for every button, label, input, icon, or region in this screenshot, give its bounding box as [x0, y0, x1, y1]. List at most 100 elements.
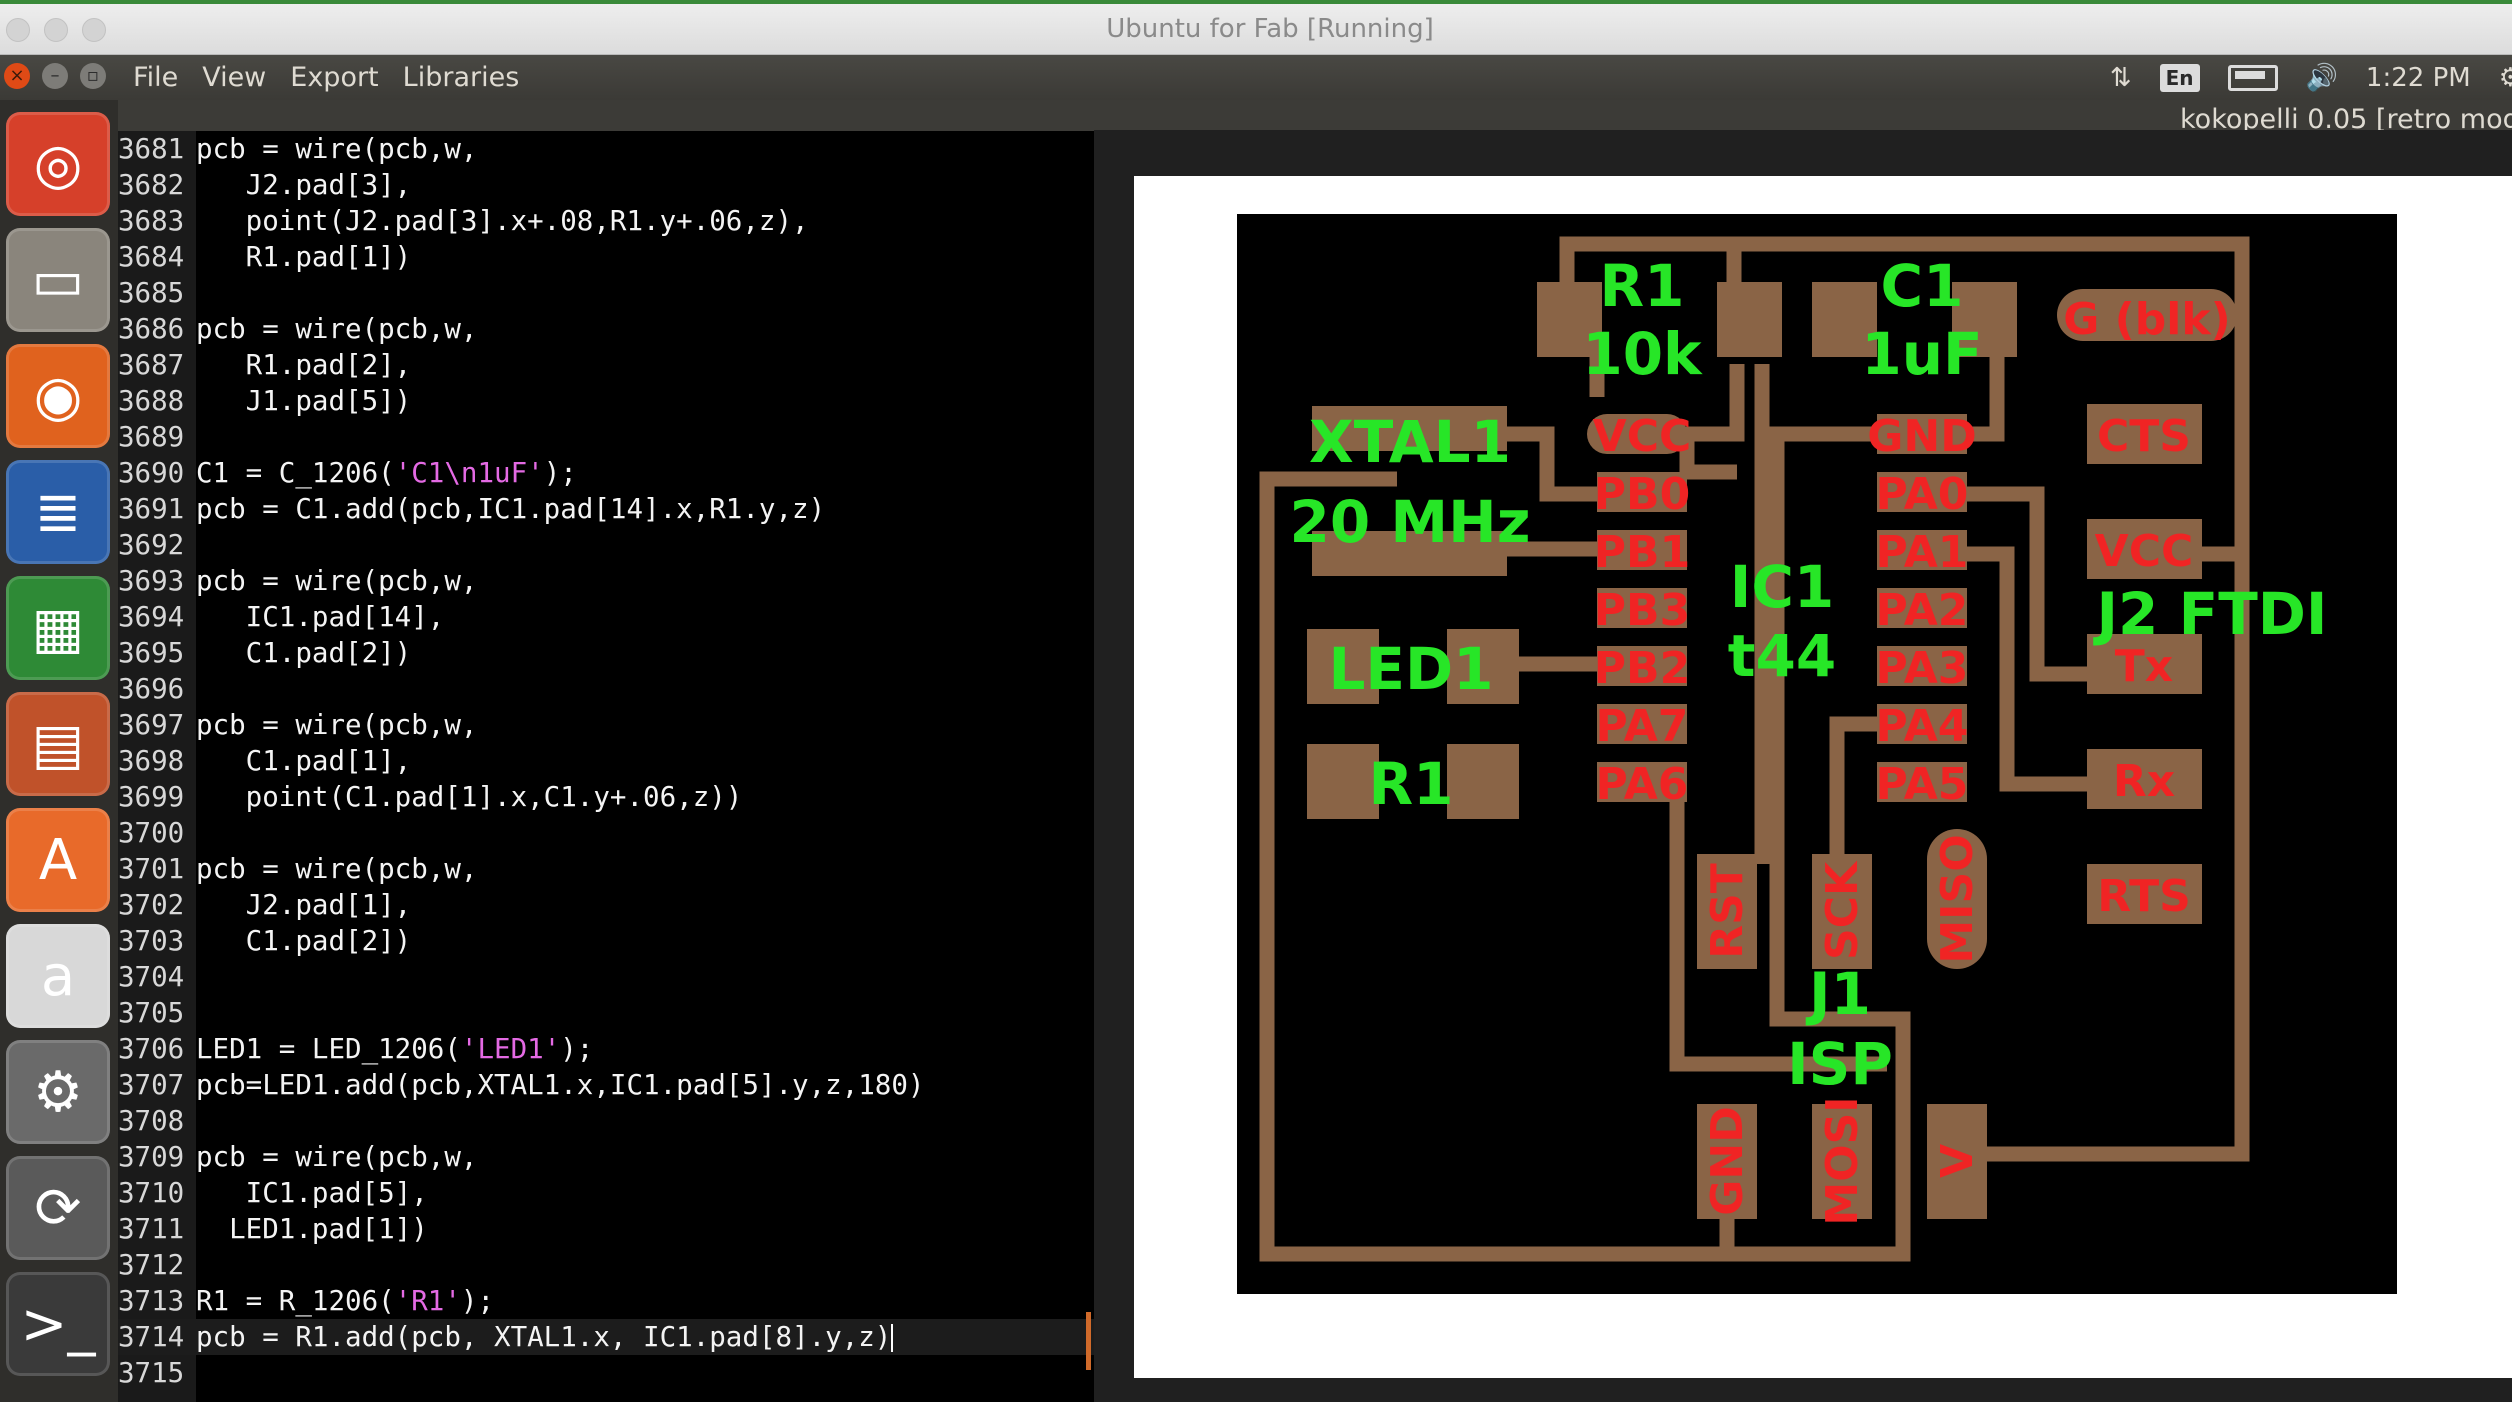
menu-export[interactable]: Export: [290, 62, 379, 93]
pad-label-gnd: GND: [1867, 411, 1976, 462]
editor-scroll-marker[interactable]: [1086, 1312, 1091, 1370]
pad: [1447, 629, 1519, 704]
pad: [1597, 588, 1687, 628]
code-line[interactable]: 3708: [118, 1103, 1094, 1139]
line-number: 3712: [118, 1249, 185, 1281]
maximize-icon[interactable]: ▫: [80, 63, 106, 89]
host-maximize-button[interactable]: [82, 18, 106, 42]
code-line[interactable]: 3703 C1.pad[2]): [118, 923, 1094, 959]
pad-label-pb3: PB3: [1594, 585, 1690, 636]
impress-icon[interactable]: ▤: [6, 692, 110, 796]
line-number: 3695: [118, 637, 185, 669]
code-line[interactable]: 3682 J2.pad[3],: [118, 167, 1094, 203]
line-number: 3689: [118, 421, 185, 453]
host-close-button[interactable]: [6, 18, 30, 42]
code-line[interactable]: 3684 R1.pad[1]): [118, 239, 1094, 275]
firefox-icon[interactable]: ◉: [6, 344, 110, 448]
close-icon[interactable]: ×: [4, 63, 30, 89]
code-line[interactable]: 3698 C1.pad[1],: [118, 743, 1094, 779]
code-text: pcb = wire(pcb,w,: [196, 565, 478, 597]
battery-icon[interactable]: [2227, 65, 2278, 91]
pad: [1952, 282, 2017, 357]
line-text: R1 = R_1206('R1');: [196, 1285, 494, 1317]
code-text: pcb = C1.add(pcb,IC1.pad[14].x,R1.y,z): [196, 493, 826, 525]
line-number: 3708: [118, 1105, 185, 1137]
code-line[interactable]: 3687 R1.pad[2],: [118, 347, 1094, 383]
software-center-icon[interactable]: A: [6, 808, 110, 912]
part-label-xtal-value: 20 MHz: [1290, 488, 1531, 556]
host-minimize-button[interactable]: [44, 18, 68, 42]
pad-label-pa5: PA5: [1876, 759, 1969, 810]
clock[interactable]: 1:22 PM: [2365, 63, 2471, 93]
pad-label-pa0: PA0: [1876, 469, 1969, 520]
pcb-drawing: G (blk) VCC PB0 PB1 PB3 PB2 PA7 PA6 GND …: [1259, 236, 2328, 1262]
menu-view[interactable]: View: [202, 62, 267, 93]
line-text: point(C1.pad[1].x,C1.y+.06,z)): [196, 781, 743, 813]
code-line[interactable]: 3712: [118, 1247, 1094, 1283]
amazon-icon[interactable]: a: [6, 924, 110, 1028]
code-line[interactable]: 3696: [118, 671, 1094, 707]
pad: [1597, 646, 1687, 686]
pad-label-vcc: VCC: [1593, 411, 1692, 462]
menu-libraries[interactable]: Libraries: [402, 62, 520, 93]
volume-icon[interactable]: 🔊: [2305, 63, 2338, 93]
trace: [1559, 236, 2250, 1162]
ubuntu-dash-icon[interactable]: ◎: [6, 112, 110, 216]
pad-label-pa7: PA7: [1596, 701, 1689, 752]
code-line[interactable]: 3694 IC1.pad[14],: [118, 599, 1094, 635]
part-label-r1-value: 10k: [1582, 320, 1703, 388]
code-line[interactable]: 3683 point(J2.pad[3].x+.08,R1.y+.06,z),: [118, 203, 1094, 239]
menu-file[interactable]: File: [133, 62, 179, 93]
pad: [1877, 704, 1967, 744]
pad: [1447, 744, 1519, 819]
calc-icon[interactable]: ▦: [6, 576, 110, 680]
code-line[interactable]: 3710 IC1.pad[5],: [118, 1175, 1094, 1211]
terminal-icon[interactable]: >_: [6, 1272, 110, 1376]
files-icon[interactable]: ▭: [6, 228, 110, 332]
settings-icon[interactable]: ⚙: [6, 1040, 110, 1144]
pad: [2087, 749, 2202, 809]
network-icon[interactable]: ⇅: [2109, 63, 2132, 93]
pad: [1877, 762, 1967, 802]
code-line[interactable]: 3711 LED1.pad[1]): [118, 1211, 1094, 1247]
code-text: point(C1.pad[1].x,C1.y+.06,z)): [196, 781, 743, 813]
line-text: J2.pad[1],: [196, 889, 412, 921]
code-line[interactable]: 3699 point(C1.pad[1].x,C1.y+.06,z)): [118, 779, 1094, 815]
session-icon[interactable]: ⚙: [2498, 63, 2512, 93]
updater-icon[interactable]: ⟳: [6, 1156, 110, 1260]
writer-icon[interactable]: ≣: [6, 460, 110, 564]
code-line[interactable]: 3704: [118, 959, 1094, 995]
string-literal: 'C1\n1uF': [394, 457, 544, 489]
code-editor[interactable]: [196, 131, 1094, 1402]
code-line[interactable]: 3685: [118, 275, 1094, 311]
code-line[interactable]: 3700: [118, 815, 1094, 851]
keyboard-indicator[interactable]: En: [2159, 64, 2200, 92]
code-line[interactable]: 3715: [118, 1355, 1094, 1391]
code-line[interactable]: 3688 J1.pad[5]): [118, 383, 1094, 419]
minimize-icon[interactable]: –: [42, 63, 68, 89]
code-line[interactable]: 3705: [118, 995, 1094, 1031]
text-caret: [891, 1324, 894, 1352]
title-accent: [0, 0, 2512, 4]
code-text: LED1.pad[1]): [196, 1213, 428, 1245]
pad-label-pa6: PA6: [1596, 759, 1689, 810]
code-line[interactable]: 3702 J2.pad[1],: [118, 887, 1094, 923]
code-text: R1.pad[2],: [196, 349, 412, 381]
system-tray: ⇅ En 🔊 1:22 PM ⚙: [2110, 60, 2512, 96]
code-line[interactable]: 3692: [118, 527, 1094, 563]
pcb-board[interactable]: G (blk) VCC PB0 PB1 PB3 PB2 PA7 PA6 GND …: [1237, 214, 2397, 1294]
code-line[interactable]: 3695 C1.pad[2]): [118, 635, 1094, 671]
code-line[interactable]: 3689: [118, 419, 1094, 455]
